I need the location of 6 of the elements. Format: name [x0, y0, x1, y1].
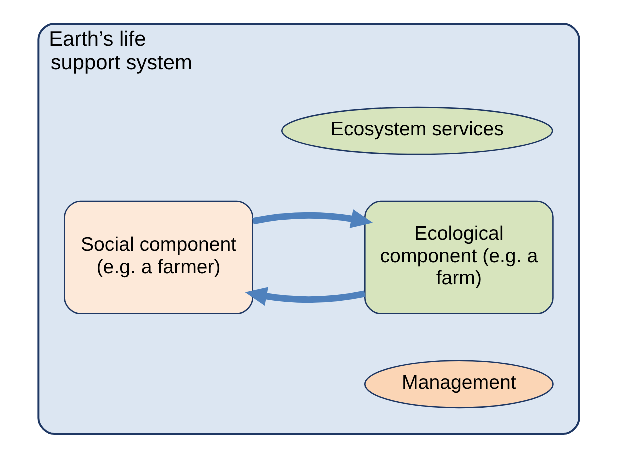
arrow [245, 287, 366, 306]
arrow [252, 210, 374, 228]
node-box: Social component (e.g. a farmer) [64, 200, 254, 315]
node-ellipse: Ecosystem services [281, 106, 554, 156]
node-ellipse: Management [364, 360, 554, 409]
node-box: Ecological component (e.g. a farm) [364, 200, 554, 315]
